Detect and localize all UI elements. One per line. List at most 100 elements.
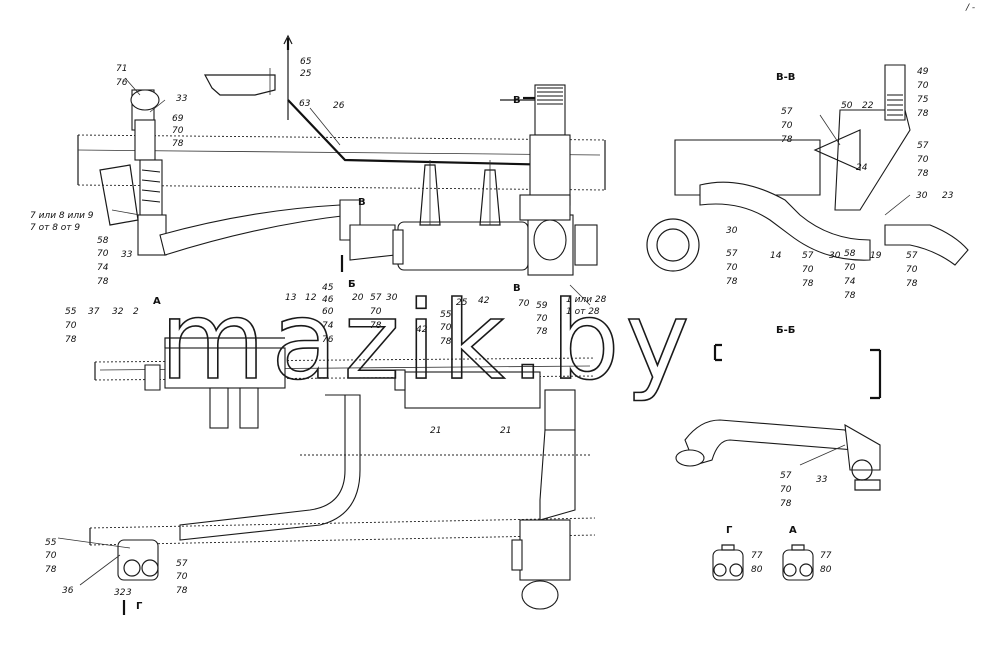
engine-block-side — [164, 337, 286, 429]
top-hanger — [203, 45, 561, 167]
view-g — [712, 544, 744, 581]
label-30: 30 — [386, 293, 398, 303]
exhaust-pipe-main — [159, 199, 396, 261]
label-78: 78 — [917, 109, 929, 119]
label-42: 42 — [416, 325, 428, 335]
label-78: 78 — [726, 277, 738, 287]
label-14: 14 — [770, 251, 782, 261]
label-59: 59 — [536, 301, 548, 311]
label-70: 70 — [917, 155, 929, 165]
label-20: 20 — [352, 293, 364, 303]
label-49: 49 — [917, 67, 929, 77]
label-70: 70 — [518, 299, 530, 309]
label-55: 55 — [65, 307, 77, 317]
label-57: 57 — [802, 251, 814, 261]
section-mark-v: В — [513, 95, 521, 106]
label-42: 42 — [478, 296, 490, 306]
label-76: 76 — [322, 335, 334, 345]
label-76: 76 — [116, 78, 128, 88]
label-70: 70 — [97, 249, 109, 259]
label-60: 60 — [322, 307, 334, 317]
section-mark-v: В — [358, 197, 366, 208]
view-title-a: А — [789, 525, 797, 536]
label-30: 30 — [829, 251, 841, 261]
label-57: 57 — [726, 249, 738, 259]
label-23: 23 — [942, 191, 954, 201]
label-70: 70 — [65, 321, 77, 331]
label-45: 45 — [322, 283, 334, 293]
label-74: 74 — [844, 277, 856, 287]
label-12: 12 — [305, 293, 317, 303]
label-65: 65 — [300, 57, 312, 67]
label-7-or: 7 или 8 или 9 — [30, 211, 94, 221]
label-57: 57 — [176, 559, 188, 569]
label-25: 25 — [456, 298, 468, 308]
muffler — [392, 160, 598, 276]
label-70: 70 — [172, 126, 184, 136]
label-70: 70 — [906, 265, 918, 275]
label-19: 19 — [870, 251, 882, 261]
left-exhaust-stack — [99, 89, 167, 256]
label-32: 32 — [112, 307, 124, 317]
view-title-g: Г — [726, 525, 733, 536]
label-77: 77 — [820, 551, 832, 561]
label-78: 78 — [45, 565, 57, 575]
label-77: 77 — [751, 551, 763, 561]
label-57: 57 — [917, 141, 929, 151]
label-74: 74 — [322, 321, 334, 331]
label-2: 2 — [133, 307, 139, 317]
label-22: 22 — [862, 101, 874, 111]
label-74: 74 — [97, 263, 109, 273]
label-70: 70 — [536, 314, 548, 324]
section-mark-v: В — [513, 283, 521, 294]
label-57: 57 — [780, 471, 792, 481]
label-78: 78 — [176, 586, 188, 596]
label-33: 33 — [176, 94, 188, 104]
label-69: 69 — [172, 114, 184, 124]
label-70: 70 — [370, 307, 382, 317]
label-7-ot: 7 от 8 от 9 — [30, 223, 80, 233]
label-80: 80 — [751, 565, 763, 575]
label-37: 37 — [88, 307, 100, 317]
label-25: 25 — [300, 69, 312, 79]
label-57: 57 — [781, 107, 793, 117]
label-30: 30 — [726, 226, 738, 236]
label-36: 36 — [62, 586, 74, 596]
label-78: 78 — [440, 337, 452, 347]
label-30: 30 — [916, 191, 928, 201]
section-title-vv: В-В — [776, 72, 795, 83]
label-24: 24 — [856, 163, 868, 173]
label-55: 55 — [440, 310, 452, 320]
label-80: 80 — [820, 565, 832, 575]
label-70: 70 — [844, 263, 856, 273]
label-21: 21 — [430, 426, 441, 436]
section-arrows — [122, 34, 535, 615]
label-70: 70 — [45, 551, 57, 561]
label-63: 63 — [299, 99, 311, 109]
label-78: 78 — [844, 291, 856, 301]
label-78: 78 — [97, 277, 109, 287]
label-70: 70 — [802, 265, 814, 275]
lower-left-elbow — [117, 539, 159, 581]
label-1-or: 1 или 28 — [566, 295, 607, 305]
label-1-ot: 1 от 28 — [566, 307, 600, 317]
label-71: 71 — [116, 64, 127, 74]
muffler-side — [394, 369, 576, 431]
label-32: 32 — [114, 588, 126, 598]
label-78: 78 — [65, 335, 77, 345]
label-33: 33 — [816, 475, 828, 485]
label-70: 70 — [917, 81, 929, 91]
label-70: 70 — [780, 485, 792, 495]
label-57: 57 — [906, 251, 918, 261]
label-78: 78 — [370, 321, 382, 331]
label-50: 50 — [841, 101, 853, 111]
label-78: 78 — [906, 279, 918, 289]
label-21: 21 — [500, 426, 511, 436]
view-a — [782, 544, 814, 581]
label-78: 78 — [172, 139, 184, 149]
label-58: 58 — [844, 249, 856, 259]
label-13: 13 — [285, 293, 297, 303]
label-33: 33 — [121, 250, 133, 260]
lower-right-tail — [511, 429, 576, 610]
